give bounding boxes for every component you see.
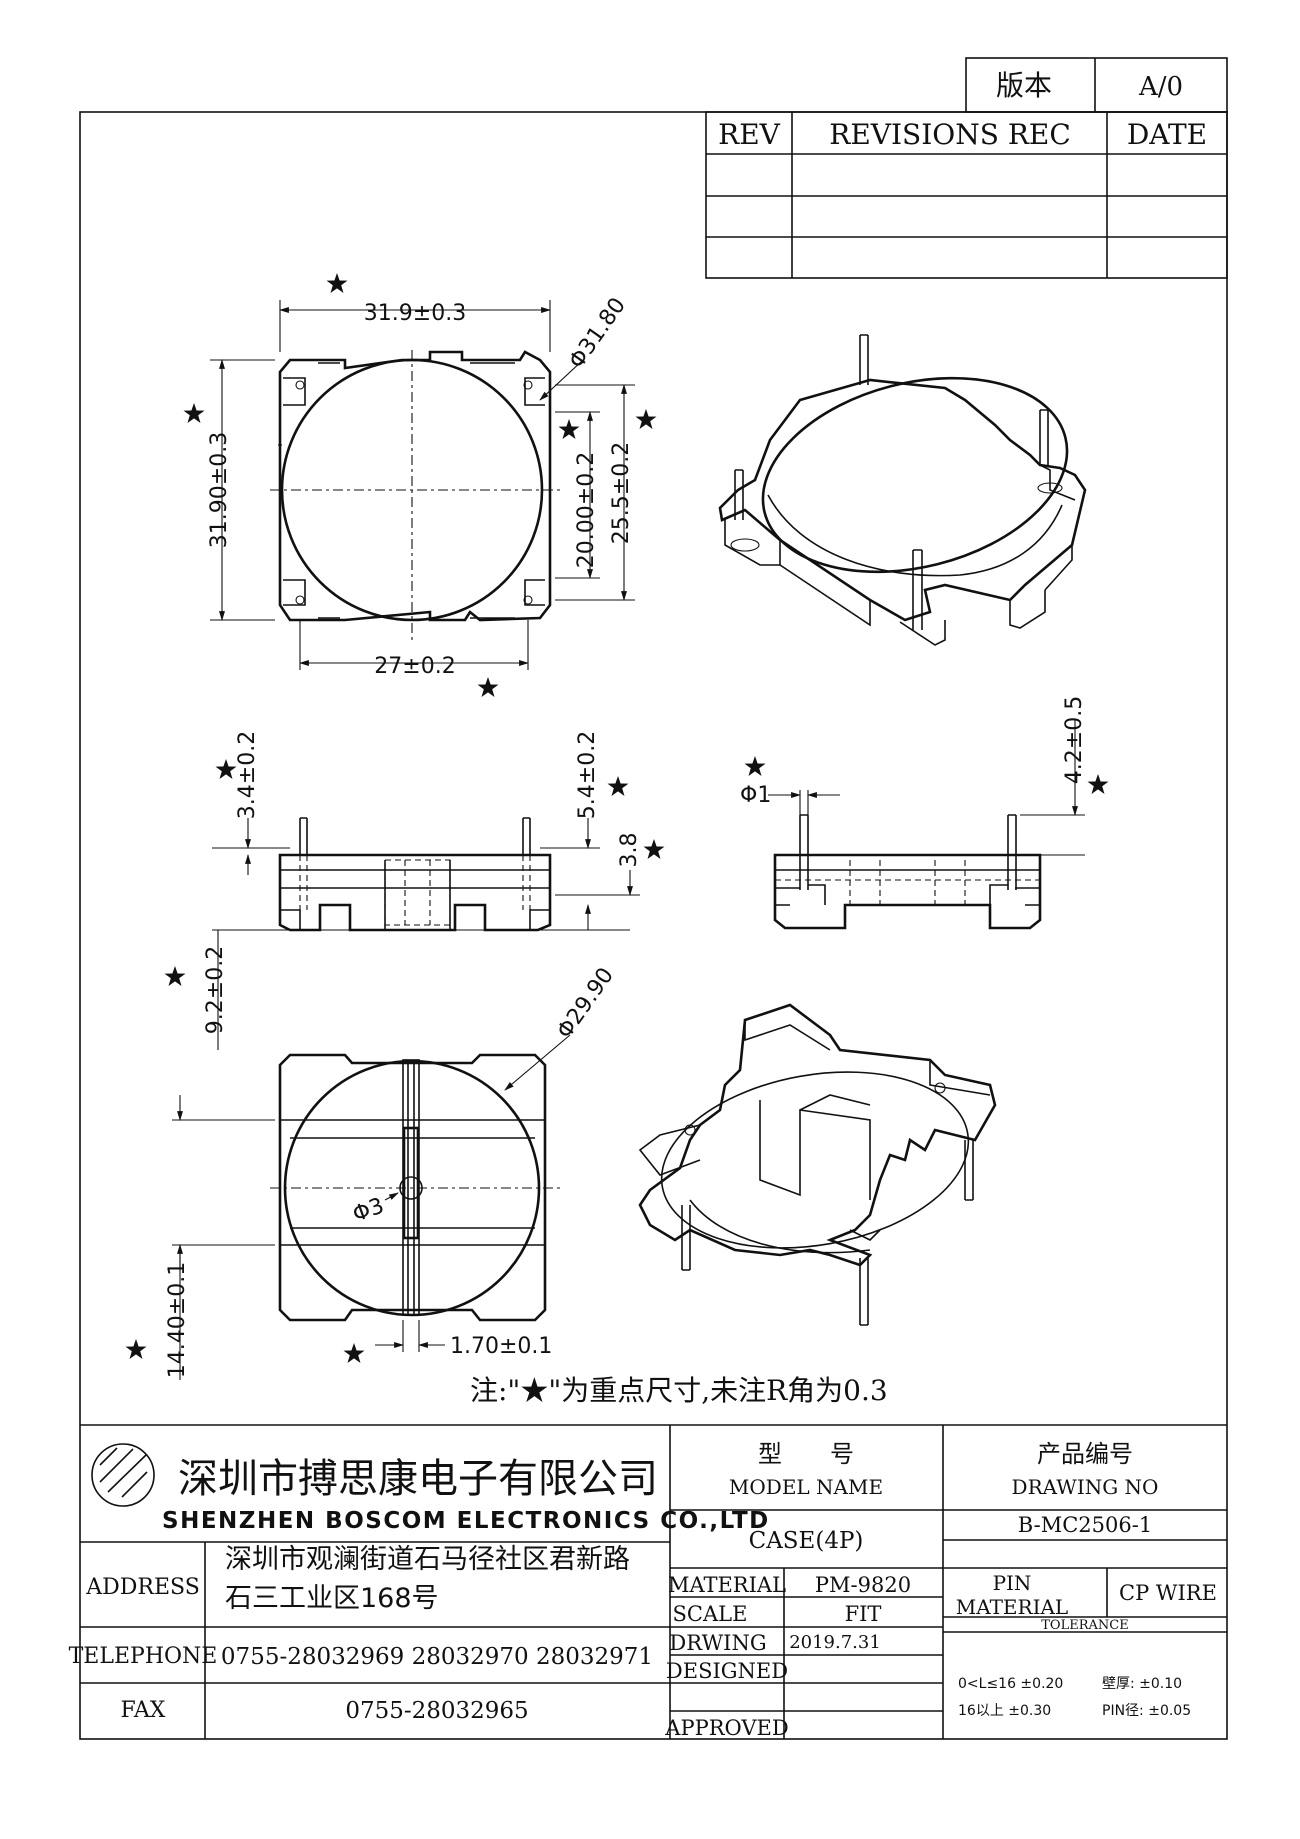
bottom-view: Φ29.90 Φ3 14.40±0.1 1.70±0.1 — [125, 963, 619, 1380]
approved-label: APPROVED — [664, 1716, 788, 1740]
dim-side-left-a: 3.4±0.2 — [235, 731, 260, 819]
dim-side-pin-dia: Φ1 — [740, 783, 771, 808]
material-value: PM-9820 — [815, 1573, 911, 1597]
dim-bottom-diameter: Φ29.90 — [552, 963, 619, 1043]
telephone-value: 0755-28032969 28032970 28032971 — [221, 1644, 653, 1670]
key-dimension-star — [607, 776, 629, 796]
designed-label: DESIGNED — [666, 1659, 788, 1683]
isometric-view-bottom — [638, 1003, 997, 1326]
dim-top-inner-slot: 20.00±0.2 — [574, 452, 599, 568]
model-name-value: CASE(4P) — [749, 1528, 864, 1554]
key-dimension-star — [215, 759, 237, 779]
title-block: 深圳市搏思康电子有限公司 SHENZHEN BOSCOM ELECTRONICS… — [69, 1424, 1227, 1740]
dim-top-width: 31.9±0.3 — [364, 301, 466, 326]
pin-material-value: CP WIRE — [1119, 1581, 1217, 1605]
pin-material-label-1: PIN — [993, 1571, 1032, 1595]
dim-top-height: 31.90±0.3 — [207, 432, 232, 548]
side-view-left: 3.4±0.2 5.4±0.2 3.8 9.2±0.2 — [164, 731, 665, 1050]
material-label: MATERIAL — [668, 1573, 786, 1597]
dim-top-diameter: Φ31.80 — [564, 293, 631, 373]
tolerance-line-2b: PIN径: ±0.05 — [1102, 1703, 1191, 1719]
drawing-note: 注:"★"为重点尺寸,未注R角为0.3 — [470, 1374, 888, 1407]
dim-side-height: 3.8 — [617, 833, 642, 868]
company-name-cn: 深圳市搏思康电子有限公司 — [178, 1456, 658, 1502]
revision-table: REV REVISIONS REC DATE — [705, 111, 1228, 279]
model-name-en: MODEL NAME — [729, 1475, 883, 1499]
drawing-no-en: DRAWING NO — [1012, 1475, 1159, 1499]
version-value: A/0 — [1138, 72, 1183, 102]
date-header: DATE — [1127, 118, 1207, 151]
dim-bottom-hole: Φ3 — [350, 1193, 388, 1227]
key-dimension-star — [183, 403, 205, 423]
top-view: 31.9±0.3 31.90±0.3 Φ31.80 20.00±0.2 25.5… — [183, 273, 657, 697]
company-logo — [91, 1443, 155, 1507]
company-name-en: SHENZHEN BOSCOM ELECTRONICS CO.,LTD — [162, 1508, 770, 1534]
key-dimension-star — [326, 273, 348, 293]
side-view-right: Φ1 4.2±0.5 — [740, 696, 1109, 930]
key-dimension-star — [643, 839, 665, 859]
address-line-2: 石三工业区168号 — [225, 1583, 439, 1614]
address-line-1: 深圳市观澜街道石马径社区君新路 — [225, 1544, 630, 1575]
telephone-label: TELEPHONE — [69, 1644, 218, 1669]
dim-side-total: 9.2±0.2 — [203, 946, 228, 1034]
key-dimension-star — [125, 1339, 147, 1359]
dim-top-outer-slot: 25.5±0.2 — [609, 442, 634, 544]
drawing-date: 2019.7.31 — [789, 1632, 881, 1653]
key-dimension-star — [477, 677, 499, 697]
model-name-cn: 型 号 — [758, 1440, 854, 1468]
tolerance-line-1a: 0<L≤16 ±0.20 — [958, 1676, 1063, 1692]
address-label: ADDRESS — [85, 1575, 200, 1600]
key-dimension-star — [343, 1343, 365, 1363]
pin-material-label-2: MATERIAL — [956, 1595, 1068, 1619]
key-dimension-star — [744, 756, 766, 776]
key-dimension-star — [1087, 774, 1109, 794]
dim-bottom-height: 14.40±0.1 — [165, 1262, 190, 1378]
scale-value: FIT — [845, 1602, 882, 1626]
key-dimension-star — [635, 409, 657, 429]
rev-header: REV — [718, 118, 781, 151]
tolerance-line-2a: 16以上 ±0.30 — [958, 1703, 1051, 1719]
key-dimension-star — [558, 419, 580, 439]
version-label: 版本 — [996, 69, 1052, 102]
sheet-border — [79, 111, 1228, 1740]
dim-top-bottom-width: 27±0.2 — [374, 654, 455, 679]
tolerance-label: TOLERANCE — [1041, 1618, 1128, 1633]
scale-label: SCALE — [673, 1602, 748, 1626]
tolerance-line-1b: 壁厚: ±0.10 — [1102, 1676, 1182, 1692]
version-box: 版本 A/0 — [965, 57, 1228, 113]
drawing-no-value: B-MC2506-1 — [1018, 1513, 1152, 1537]
drawing-label: DRWING — [669, 1631, 766, 1655]
fax-label: FAX — [121, 1698, 166, 1723]
drawing-no-cn: 产品编号 — [1037, 1440, 1133, 1468]
fax-value: 0755-28032965 — [345, 1698, 528, 1724]
dim-side-pin-len: 4.2±0.5 — [1062, 696, 1087, 784]
dim-bottom-slot: 1.70±0.1 — [450, 1334, 552, 1359]
key-dimension-star — [164, 966, 186, 986]
isometric-view-top — [718, 334, 1087, 646]
revisions-rec-header: REVISIONS REC — [829, 118, 1071, 151]
dim-side-left-b: 5.4±0.2 — [575, 731, 600, 819]
